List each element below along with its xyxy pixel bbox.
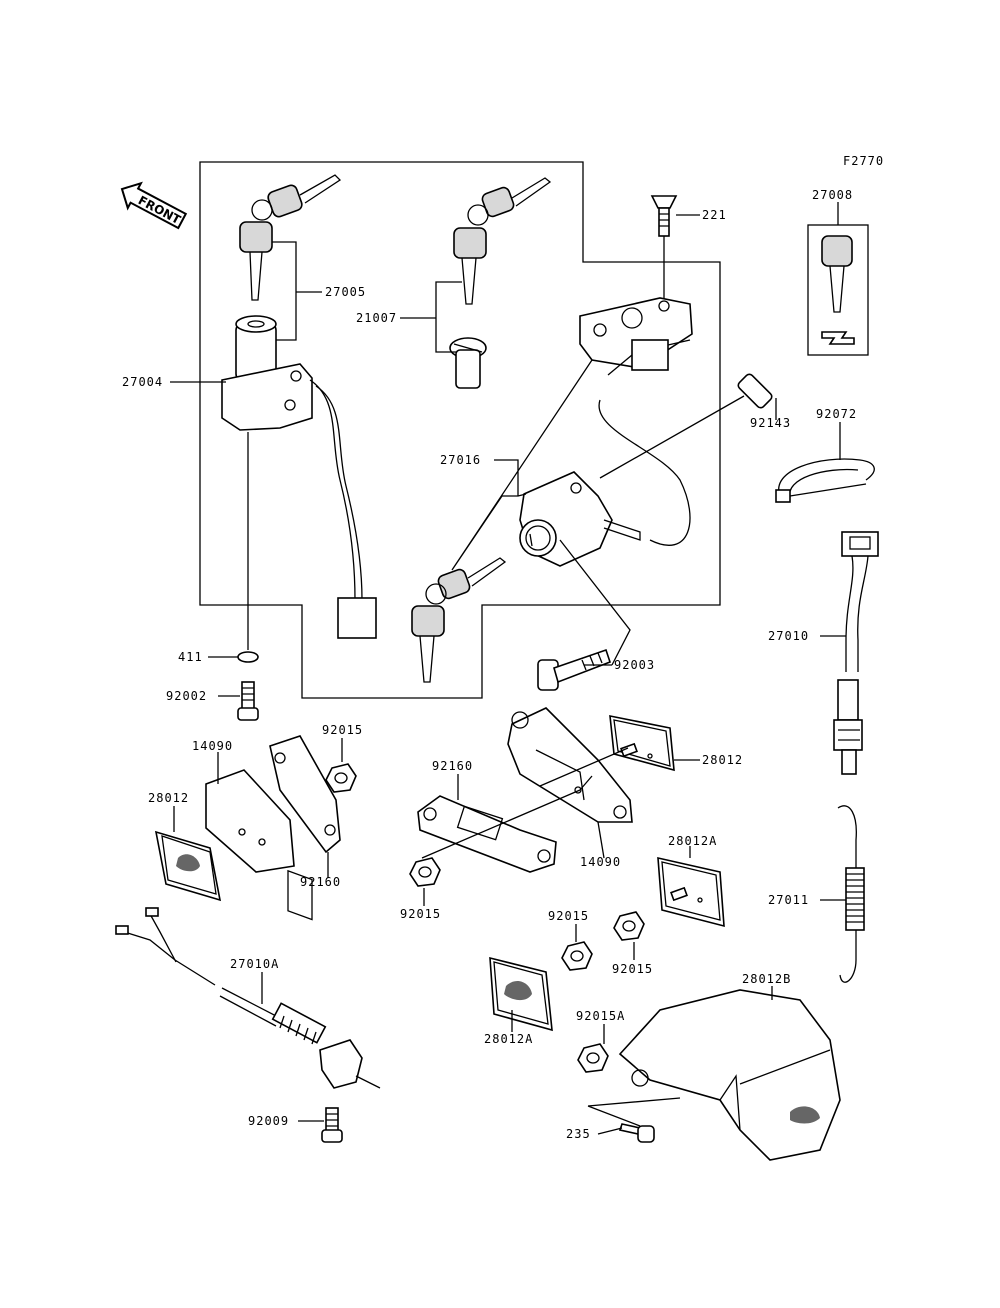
nut-92015-lower-right-icon <box>613 911 645 941</box>
nut-92015-lower-left-icon <box>561 941 593 971</box>
key-set-21007-icon <box>449 177 552 389</box>
nut-92015-upper-icon <box>325 763 357 793</box>
label-14090-a: 14090 <box>192 739 233 753</box>
key-set-27005-icon <box>239 174 342 301</box>
reflector-28012B-icon <box>618 989 841 1161</box>
leader-92003 <box>559 539 631 666</box>
leader-14090-b <box>597 821 605 859</box>
cable-27010A-icon <box>115 907 381 1089</box>
leader-21007 <box>400 281 462 353</box>
label-28012A-b: 28012A <box>484 1032 533 1046</box>
screw-221-icon <box>650 195 678 237</box>
label-92072: 92072 <box>816 407 857 421</box>
label-92003: 92003 <box>614 658 655 672</box>
label-21007: 21007 <box>356 311 397 325</box>
label-92015-a: 92015 <box>322 723 363 737</box>
label-27010: 27010 <box>768 629 809 643</box>
label-92015A: 92015A <box>576 1009 625 1023</box>
nut-92015-center-icon <box>409 857 441 887</box>
leader-27016 <box>451 359 593 571</box>
assembly-line-upper <box>539 747 629 787</box>
ignition-switch-27004-icon <box>221 315 377 639</box>
spring-27011-icon <box>837 805 865 983</box>
label-92015-b: 92015 <box>400 907 441 921</box>
leader-27005 <box>270 241 322 341</box>
bolt-92003-icon <box>537 648 612 691</box>
label-221: 221 <box>702 208 727 222</box>
assembly-frame-outline <box>199 161 721 699</box>
bolt-235-icon <box>618 1123 655 1143</box>
label-28012A-a: 28012A <box>668 834 717 848</box>
label-27008: 27008 <box>812 188 853 202</box>
label-92002: 92002 <box>166 689 207 703</box>
figure-code: F2770 <box>843 154 884 168</box>
reflector-28012-center-icon <box>609 715 675 772</box>
washer-411-icon <box>237 651 259 663</box>
reflector-28012A-lower-icon <box>489 956 553 1032</box>
gasket-92160-left-icon <box>269 735 341 921</box>
label-92160-b: 92160 <box>432 759 473 773</box>
label-411: 411 <box>178 650 203 664</box>
label-92015-c: 92015 <box>548 909 589 923</box>
screw-92009-icon <box>321 1107 343 1143</box>
reflector-28012-left-icon <box>154 830 222 902</box>
assembly-line-center <box>421 775 593 859</box>
key-set-27016-icon <box>411 557 507 683</box>
label-27016: 27016 <box>440 453 481 467</box>
label-28012-a: 28012 <box>148 791 189 805</box>
lock-27016-icon <box>519 471 641 567</box>
label-28012B: 28012B <box>742 972 791 986</box>
reflector-housing-14090-center-icon <box>507 707 633 823</box>
label-235: 235 <box>566 1127 591 1141</box>
label-92143: 92143 <box>750 416 791 430</box>
label-92160-a: 92160 <box>300 875 341 889</box>
label-27005: 27005 <box>325 285 366 299</box>
label-27011: 27011 <box>768 893 809 907</box>
leader-92143 <box>599 395 777 479</box>
leader-221 <box>663 214 700 300</box>
gasket-92160-center-icon <box>417 795 557 873</box>
label-28012-b: 28012 <box>702 753 743 767</box>
leader-411 <box>208 432 249 658</box>
reflector-housing-14090-left-icon <box>205 769 295 873</box>
bolt-92002-icon <box>237 681 259 721</box>
sleeve-92143-icon <box>737 373 773 409</box>
label-92015-d: 92015 <box>612 962 653 976</box>
label-14090-b: 14090 <box>580 855 621 869</box>
cable-tie-92072-icon <box>775 458 875 503</box>
key-27008-icon <box>821 235 855 345</box>
front-arrow-icon: FRONT <box>120 181 188 230</box>
handle-lock-bracket-icon <box>579 297 693 546</box>
switch-27010-icon <box>833 531 879 775</box>
label-27010A: 27010A <box>230 957 279 971</box>
label-27004: 27004 <box>122 375 163 389</box>
reflector-28012A-center-icon <box>657 856 725 928</box>
leader-235 <box>587 1097 681 1135</box>
label-92009: 92009 <box>248 1114 289 1128</box>
nut-92015A-icon <box>577 1043 609 1073</box>
